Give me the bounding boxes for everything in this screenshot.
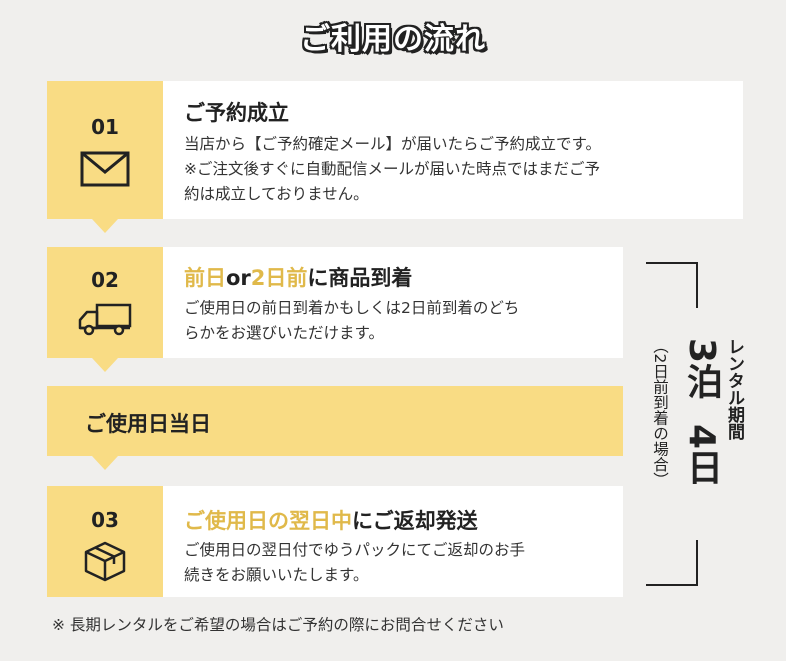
step-description: 当店から【ご予約確定メール】が届いたらご予約成立です。 ※ご注文後すぐに自動配信… [184,135,601,203]
step-number-box: 03 [47,486,163,597]
down-arrow [92,219,118,233]
step-number-box: 01 [47,81,163,219]
step-description: ご使用日の前日到着かもしくは2日前到着のどち らかをお選びいただけます。 [184,299,520,342]
step-number: 01 [91,115,119,139]
step-description: ご使用日の翌日付でゆうパックにてご返却のお手 続きをお願いいたします。 [184,541,526,584]
footer-note: ※ 長期レンタルをご希望の場合はご予約の際にお問合せください [52,616,504,634]
step-heading: ご使用日の翌日中にご返却発送 [184,509,478,533]
page-title: ご利用の流れ [300,22,486,57]
step-heading: 前日or2日前に商品到着 [184,266,413,290]
step-heading: ご予約成立 [184,101,289,125]
rental-nights: 3泊 [681,338,722,400]
usage-day-label: ご使用日当日 [85,412,211,436]
rental-period-label: レンタル期間 [724,338,744,440]
step-number: 03 [91,508,119,532]
step-return: 03 ご使用日の翌日中にご返却発送 ご使用日の翌日付でゆうパックにてご返却のお手… [47,486,623,597]
envelope-icon [80,151,130,187]
step-delivery: 02 前日or2日前に商品到着 ご使用日の前日到着かもしくは2日前到着のどち ら… [47,247,623,358]
rental-days: 4日 [681,424,722,486]
down-arrow [92,456,118,470]
step-number-box: 02 [47,247,163,358]
step-reservation: 01 ご予約成立 当店から【ご予約確定メール】が届いたらご予約成立です。 ※ご注… [47,81,743,219]
package-icon [84,541,126,582]
down-arrow [92,358,118,372]
truck-icon [78,303,132,336]
bracket-bottom [646,540,698,586]
step-number: 02 [91,268,119,292]
bracket-top [646,262,698,308]
rental-note: （2日前到着の場合） [651,338,669,488]
usage-day-bar: ご使用日当日 [47,386,623,456]
